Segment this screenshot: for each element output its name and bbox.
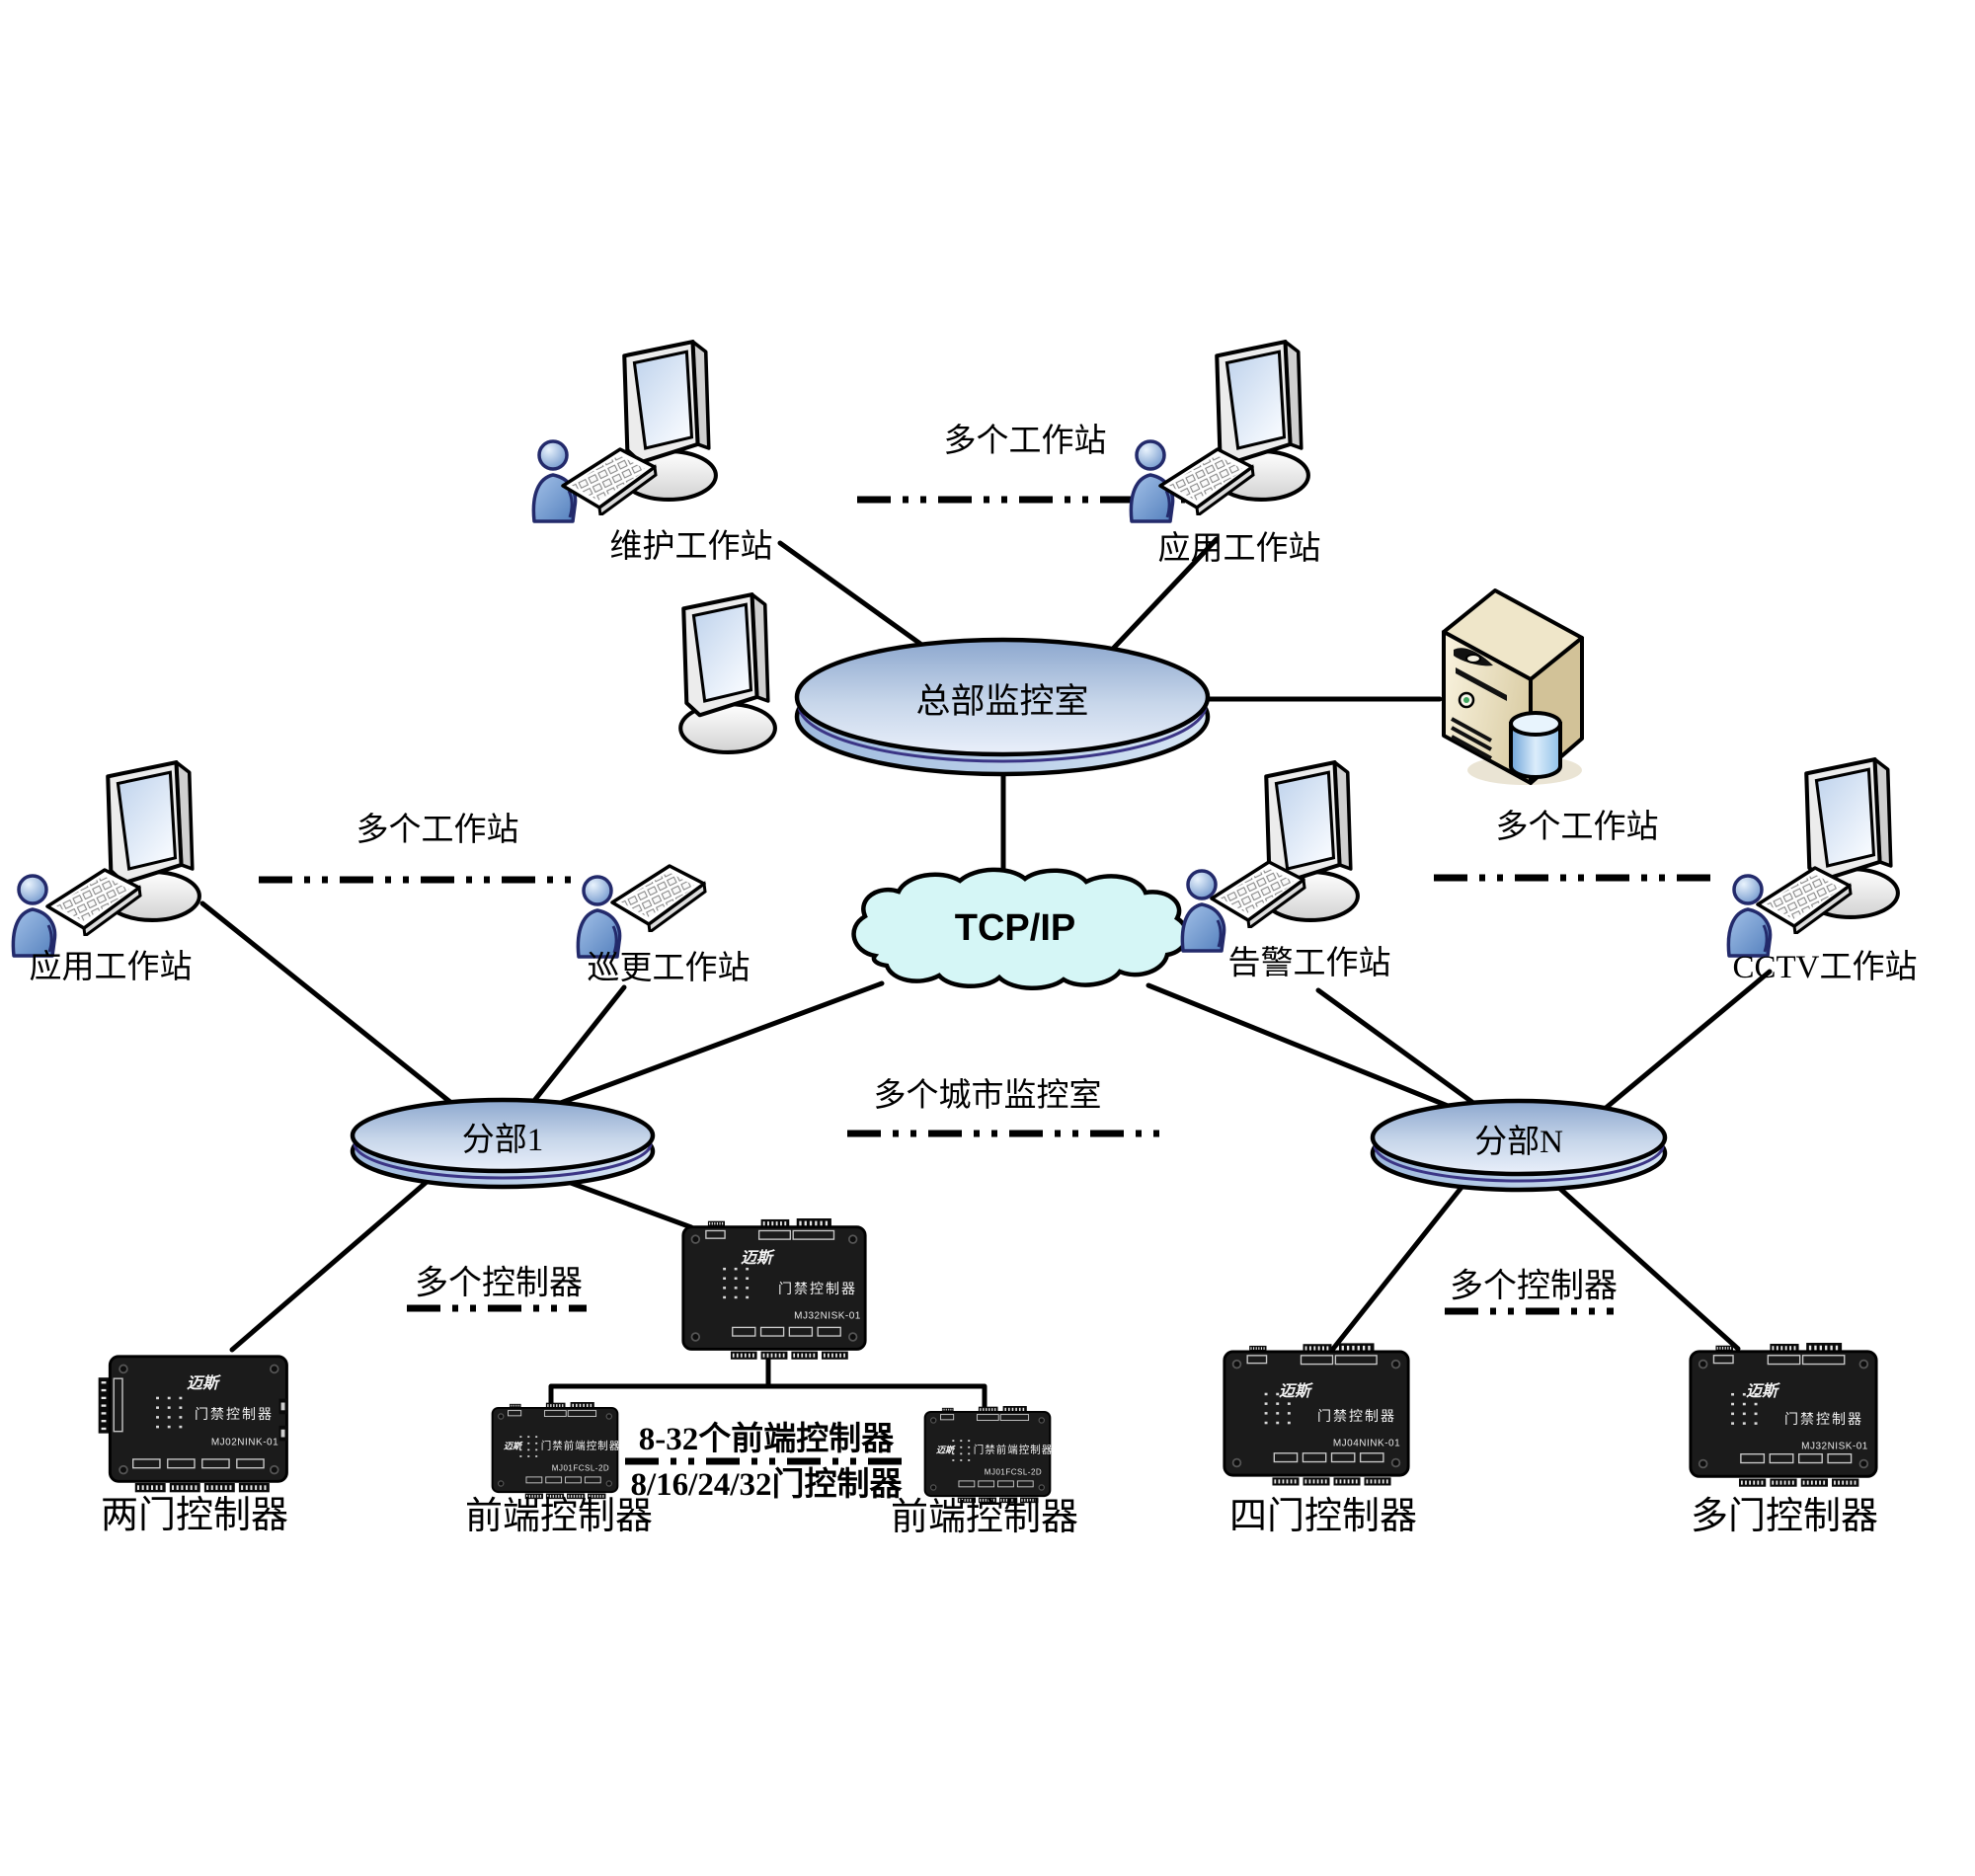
device-model: MJ32NISK-01	[794, 1310, 861, 1322]
label-maintenance-ws: 维护工作站	[609, 528, 773, 565]
device-model: MJ01FCSL-2D	[984, 1467, 1043, 1477]
branch1-node	[350, 1097, 656, 1190]
line-cloud-branchN	[1146, 982, 1451, 1109]
device-brand: 迈斯	[740, 1250, 773, 1267]
device-face-text: 门禁控制器	[1317, 1408, 1396, 1424]
label-cctv-ws: CCTV工作站	[1732, 949, 1918, 985]
label-application-ws-top: 应用工作站	[1157, 530, 1321, 567]
device-brand: 迈斯	[186, 1375, 219, 1392]
device-model: MJ01FCSL-2D	[551, 1463, 610, 1473]
device-brand: 迈斯	[503, 1441, 522, 1451]
device-model: MJ04NINK-01	[1332, 1438, 1401, 1449]
device-brand: 迈斯	[1745, 1383, 1778, 1400]
branchN-node	[1370, 1098, 1668, 1193]
hq-node	[794, 637, 1211, 777]
line-branch1-twodoor	[229, 1179, 430, 1353]
workstation-patrol	[576, 594, 775, 959]
line-branchN-fourdoor	[1330, 1182, 1466, 1352]
line-maintenance-hq	[777, 540, 923, 647]
device-face-text: 门禁前端控制器	[973, 1444, 1054, 1456]
label-tcpip: TCP/IP	[954, 907, 1076, 950]
connection-lines	[199, 536, 1773, 1415]
line-cctv-branchN	[1602, 969, 1773, 1112]
label-four-door-controller: 四门控制器	[1228, 1496, 1418, 1538]
workstation-alarm	[1180, 762, 1358, 953]
label-frontend-count: 8-32个前端控制器	[638, 1421, 895, 1457]
label-multiple-ws-top: 多个工作站	[943, 423, 1107, 459]
label-multiple-ws-right: 多个工作站	[1495, 809, 1659, 845]
device-face-text: 门禁控制器	[195, 1406, 274, 1422]
tcpip-cloud	[851, 867, 1190, 990]
device-face-text: 门禁前端控制器	[540, 1440, 621, 1452]
device-model: MJ02NINK-01	[210, 1437, 279, 1448]
label-multi-door-controller: 多门控制器	[1690, 1496, 1879, 1538]
workstation-maintenance	[531, 342, 716, 523]
line-app-left-branch1	[199, 900, 459, 1110]
line-cloud-branch1	[555, 980, 885, 1107]
label-hq-node: 总部监控室	[915, 681, 1089, 721]
label-frontend-controller-left: 前端控制器	[464, 1496, 654, 1538]
label-frontend-doors: 8/16/24/32门控制器	[630, 1466, 903, 1503]
label-application-ws-left: 应用工作站	[29, 949, 193, 985]
label-multiple-controllers-left: 多个控制器	[415, 1265, 583, 1302]
device-model: MJ32NISK-01	[1801, 1441, 1868, 1452]
line-patrol-branch1	[530, 984, 627, 1105]
workstation-application-top	[1129, 342, 1308, 523]
label-frontend-controller-right: 前端控制器	[890, 1497, 1079, 1539]
label-patrol-ws: 巡更工作站	[587, 950, 750, 986]
label-multiple-controllers-right: 多个控制器	[1450, 1268, 1618, 1305]
label-alarm-ws: 告警工作站	[1227, 945, 1391, 981]
device-brand: 迈斯	[1278, 1383, 1311, 1400]
label-branch1: 分部1	[461, 1122, 544, 1158]
label-city-rooms: 多个城市监控室	[873, 1077, 1102, 1114]
device-face-text: 门禁控制器	[1784, 1411, 1863, 1427]
label-two-door-controller: 两门控制器	[100, 1495, 289, 1537]
device-brand: 迈斯	[935, 1445, 955, 1455]
line-branchN-multidoor	[1557, 1186, 1741, 1352]
line-controller-frontend-tee	[548, 1354, 988, 1415]
device-face-text: 门禁控制器	[778, 1281, 857, 1296]
line-branch1-controller	[568, 1180, 694, 1230]
workstation-cctv	[1726, 759, 1898, 958]
server-tower	[1442, 588, 1584, 787]
label-branchN: 分部N	[1474, 1124, 1563, 1160]
line-app-top-hq	[1111, 536, 1220, 651]
label-multiple-ws-left: 多个工作站	[356, 812, 519, 848]
line-alarm-branchN	[1315, 987, 1476, 1106]
workstation-application-left	[11, 762, 199, 958]
